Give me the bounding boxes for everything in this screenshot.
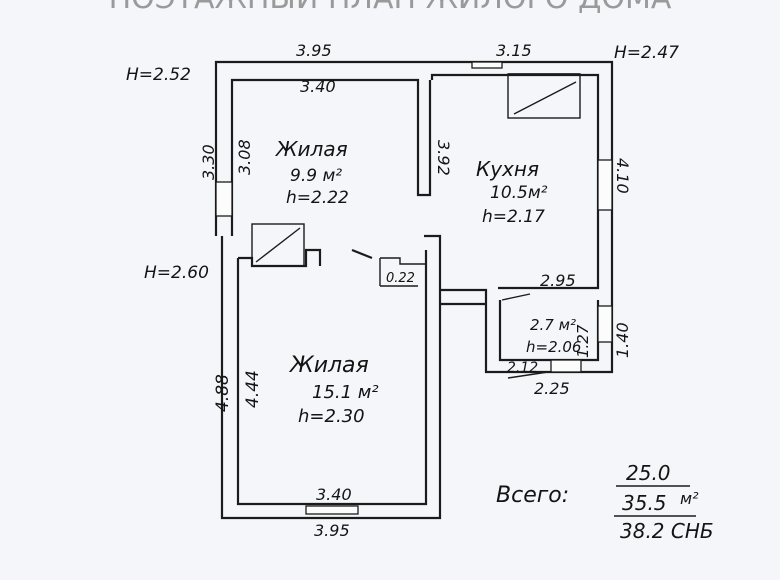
room-height: h=2.06 [526,338,581,356]
room-area: 10.5м² [490,183,548,203]
door-mark [501,293,531,301]
totals-label: Всего: [496,483,569,508]
room-name: Жилая [288,353,369,378]
dim-small-right-outer: 1.40 [613,322,632,358]
dim-bottom-inner: 3.40 [316,485,352,504]
dim-small-bottom-outer: 2.25 [534,379,570,398]
dim-top-inner: 3.40 [300,77,336,96]
height-top-right: H=2.47 [614,43,679,63]
door-mark-2 [507,371,549,379]
totals-snb: 38.2 СНБ [620,519,714,543]
room-area: 15.1 м² [312,382,379,403]
dim-small-bottom-inner: 2.12 [507,360,538,376]
room-height: h=2.22 [286,188,349,208]
dim-small-right-inner: 1.27 [574,324,592,358]
totals-living: 25.0 [626,461,671,485]
totals-block: Всего: 25.0 35.5 м² 38.2 СНБ [496,461,714,543]
dim-left-upper-inner: 3.08 [235,139,254,175]
heater-icon [251,223,305,267]
dim-left-lower-inner: 4.44 [243,370,263,408]
room-name: Жилая [274,137,348,161]
height-top-left: H=2.52 [126,65,191,85]
plan-title: ПОЭТАЖНЫЙ ПЛАН ЖИЛОГО ДОМА [109,0,672,16]
room-small: 2.7 м² h=2.06 [526,316,581,356]
room-living-lower: Жилая 15.1 м² h=2.30 [288,353,379,427]
room-height: h=2.17 [482,207,545,227]
dim-corner: 0.22 [386,271,415,286]
room-kitchen: Кухня 10.5м² h=2.17 [476,157,548,227]
room-height: h=2.30 [298,406,365,427]
dim-partition: 3.92 [434,140,453,176]
dim-bottom-outer: 3.95 [314,521,350,540]
totals-unit: м² [680,489,699,508]
dim-small-top: 2.95 [540,271,576,290]
room-living-upper: Жилая 9.9 м² h=2.22 [274,137,349,208]
windows [215,61,613,515]
dim-top-outer: 3.95 [296,41,332,60]
dim-kitchen-top: 3.15 [496,41,532,60]
dim-kitchen-right: 4.10 [613,158,632,194]
dim-left-lower-outer: 4.88 [213,374,233,412]
totals-total: 35.5 [622,491,667,515]
dim-left-upper-outer: 3.30 [199,144,218,180]
stove-icon [507,73,581,119]
room-area: 2.7 м² [530,316,576,334]
height-mid-left: H=2.60 [144,263,209,283]
outer-walls [214,60,614,520]
room-area: 9.9 м² [290,166,342,186]
room-name: Кухня [476,157,539,181]
